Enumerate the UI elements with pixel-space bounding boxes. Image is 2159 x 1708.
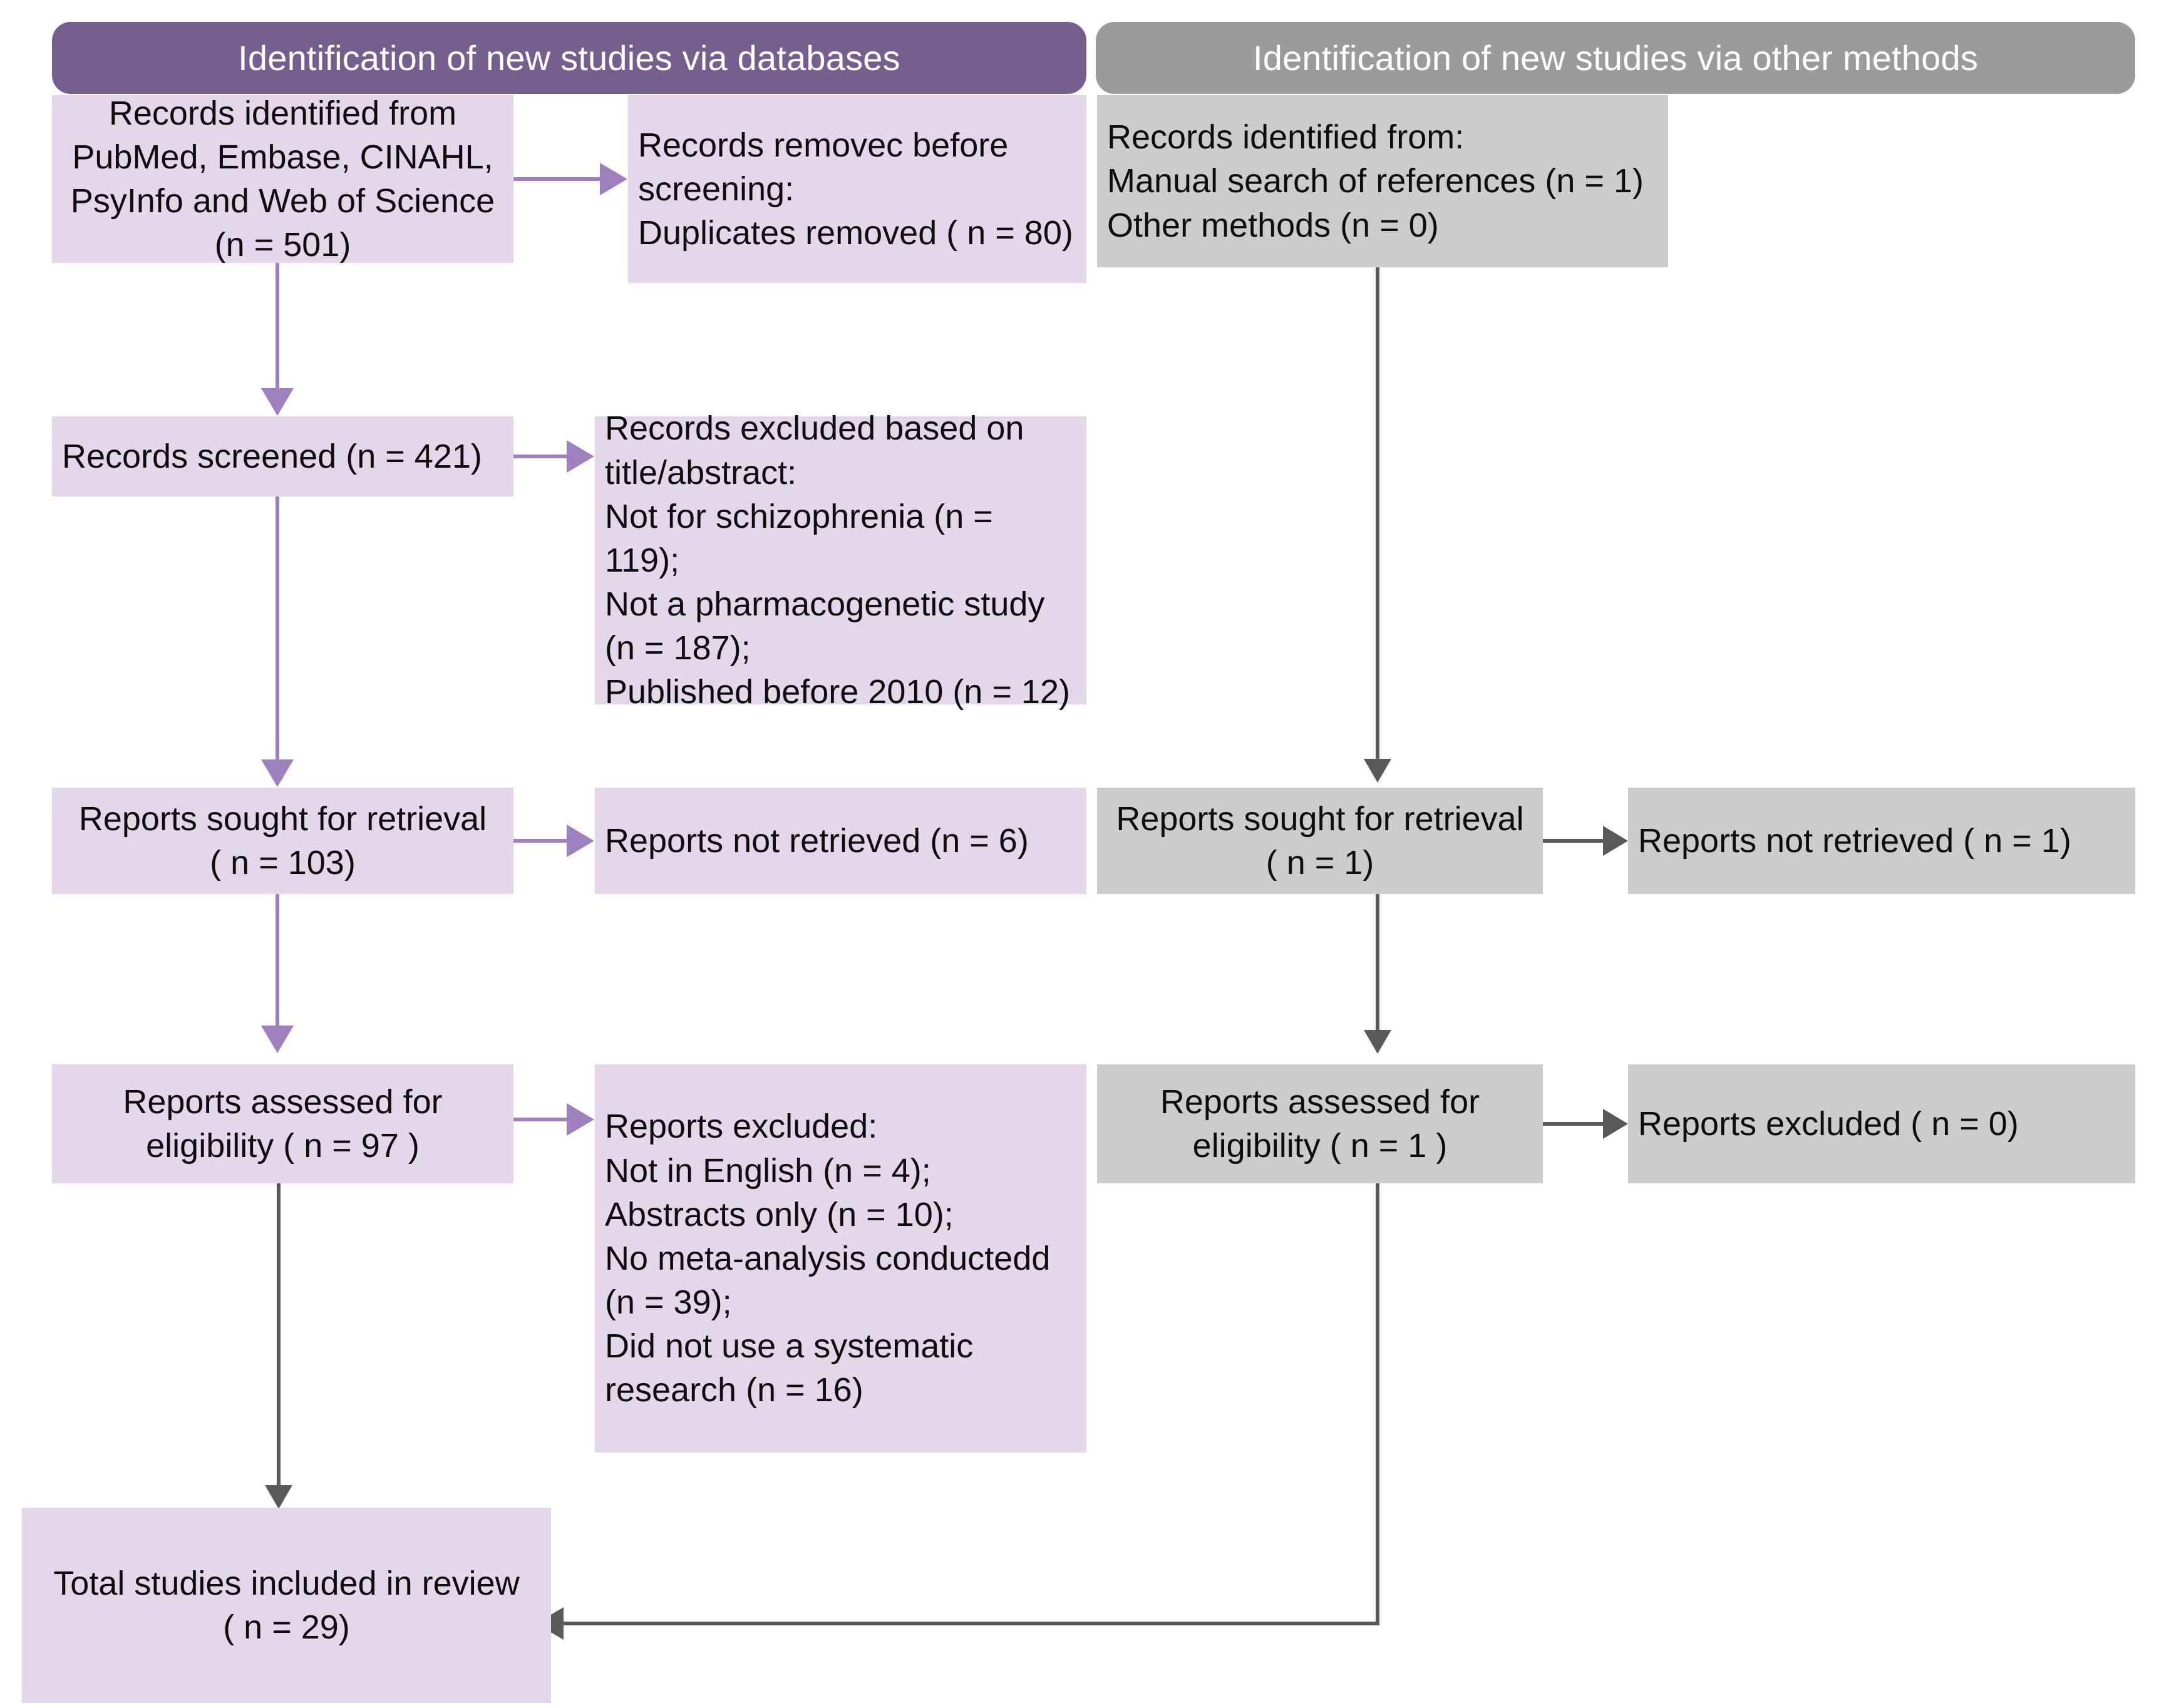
box-line: Records screened (n = 421) [62,437,482,475]
connector-identified-to-screened [276,263,279,391]
box-line: Reports assessed for [123,1083,443,1121]
box-line: Abstracts only (n = 10); [605,1195,954,1233]
arrowhead-sought-to-assessed-databases [261,1026,294,1053]
box-line: screening: [638,170,795,208]
box-line: title/abstract: [605,453,797,491]
arrowhead-assessed-to-excluded-databases [567,1103,594,1136]
connector-assessed-to-excluded-databases [513,1118,570,1121]
connector-other-assessed-to-total-vertical [1376,1183,1379,1625]
box-line: Did not use a systematic [605,1327,974,1366]
box-line: Reports not retrieved ( n = 1) [1638,821,2071,860]
box-records-removed-before-screening: Records removec before screening: Duplic… [628,95,1086,283]
box-line: (n = 501) [214,226,351,264]
connector-sought-to-not-retrieved-databases [513,839,570,843]
connector-sought-to-assessed-other [1376,894,1379,1033]
box-reports-assessed-other: Reports assessed for eligibility ( n = 1… [1097,1064,1543,1183]
box-line: ( n = 29) [223,1608,350,1646]
box-line: Records identified from [108,94,457,132]
box-line: Reports not retrieved (n = 6) [605,821,1029,860]
box-line: Not a pharmacogenetic study [605,585,1045,624]
arrowhead-sought-to-assessed-other [1364,1030,1391,1054]
box-line: Other methods (n = 0) [1107,206,1439,244]
connector-sought-to-assessed-databases [276,894,279,1029]
connector-identified-to-removed [513,177,601,181]
box-records-excluded-title-abstract: Records excluded based on title/abstract… [595,409,1086,711]
box-line: Reports excluded: [605,1108,878,1146]
box-line: Reports excluded ( n = 0) [1638,1104,2019,1143]
box-reports-excluded-other: Reports excluded ( n = 0) [1628,1064,2135,1183]
box-reports-sought-databases: Reports sought for retrieval ( n = 103) [52,788,513,894]
box-line: Manual search of references (n = 1) [1107,162,1644,200]
arrowhead-identified-to-removed [600,163,627,195]
arrowhead-other-identified-to-sought [1364,759,1391,783]
box-line: Not for schizophrenia (n = 119); [605,497,993,579]
box-line: Published before 2010 (n = 12) [605,673,1071,711]
column-header-other-methods: Identification of new studies via other … [1096,22,2135,94]
arrowhead-assessed-to-total-databases [265,1485,292,1509]
box-line: ( n = 103) [210,844,356,882]
column-header-other-methods-label: Identification of new studies via other … [1252,38,1979,78]
box-line: eligibility ( n = 1 ) [1192,1127,1448,1165]
box-line: Reports sought for retrieval [78,800,487,838]
box-reports-not-retrieved-databases: Reports not retrieved (n = 6) [595,788,1086,894]
box-reports-sought-other: Reports sought for retrieval ( n = 1) [1097,788,1543,894]
box-total-studies-included: Total studies included in review ( n = 2… [22,1508,551,1703]
column-header-databases: Identification of new studies via databa… [52,22,1086,94]
box-line: Reports assessed for [1160,1083,1480,1121]
box-line: (n = 187); [605,629,751,667]
box-reports-excluded-databases: Reports excluded: Not in English (n = 4)… [595,1064,1086,1453]
connector-assessed-to-total-databases [277,1183,281,1490]
box-line: PsyInfo and Web of Science [70,182,495,220]
box-line: Reports sought for retrieval [1116,800,1524,838]
box-line: eligibility ( n = 97 ) [146,1127,420,1165]
box-reports-assessed-databases: Reports assessed for eligibility ( n = 9… [52,1064,513,1183]
box-line: research (n = 16) [605,1371,863,1409]
box-line: Total studies included in review [53,1564,520,1602]
connector-other-identified-to-sought [1376,267,1379,762]
box-line: Records removec before [638,126,1009,164]
arrowhead-sought-to-not-retrieved-other [1603,826,1628,856]
box-line: Duplicates removed ( n = 80) [638,214,1073,252]
box-line: ( n = 1) [1265,844,1374,882]
connector-other-assessed-to-total-horizontal [564,1622,1378,1625]
box-line: Records excluded based on [605,409,1024,448]
box-records-identified-other-methods: Records identified from: Manual search o… [1097,95,1668,267]
box-line: (n = 39); [605,1284,732,1322]
box-line: No meta-analysis conductedd [605,1239,1051,1277]
arrowhead-identified-to-screened [261,388,294,416]
arrowhead-sought-to-not-retrieved-databases [567,825,594,857]
column-header-databases-label: Identification of new studies via databa… [238,38,900,78]
box-reports-not-retrieved-other: Reports not retrieved ( n = 1) [1628,788,2135,894]
connector-screened-to-excluded [513,455,570,458]
box-records-identified-databases: Records identified from PubMed, Embase, … [52,95,513,264]
arrowhead-screened-to-excluded [567,440,594,473]
connector-screened-to-sought [276,496,279,763]
arrowhead-assessed-to-excluded-other [1603,1109,1628,1139]
arrowhead-screened-to-sought [261,759,294,787]
connector-sought-to-not-retrieved-other [1543,839,1605,843]
connector-assessed-to-excluded-other [1543,1122,1605,1126]
box-line: Records identified from: [1107,118,1465,157]
box-line: PubMed, Embase, CINAHL, [72,138,493,176]
box-line: Not in English (n = 4); [605,1151,931,1190]
box-records-screened: Records screened (n = 421) [52,416,513,496]
